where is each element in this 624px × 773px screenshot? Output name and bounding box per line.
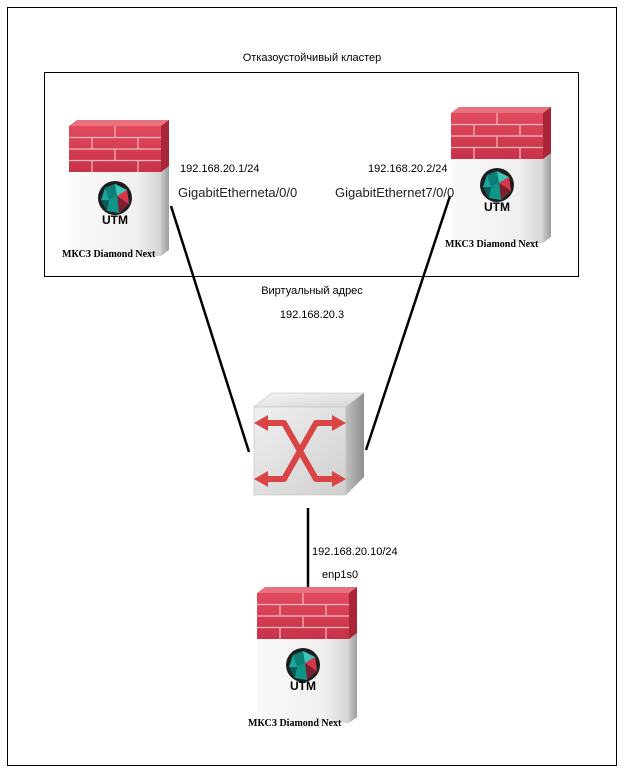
device2-name: МКСЗ Diamond Next <box>445 239 539 250</box>
device2-ip: 192.168.20.2/24 <box>368 163 448 175</box>
cluster-box <box>44 72 579 277</box>
firewall-device-3 <box>256 586 358 724</box>
device1-name: МКСЗ Diamond Next <box>62 249 156 260</box>
device2-interface: GigabitEthernet7/0/0 <box>335 185 455 200</box>
device2-badge: UTM <box>484 200 510 214</box>
firewall-device-2 <box>450 106 552 244</box>
firewall-device-1 <box>68 119 170 257</box>
link-device1-switch <box>169 205 251 453</box>
device3-interface: enp1s0 <box>322 569 359 581</box>
virtual-address-ip: 192.168.20.3 <box>279 309 345 321</box>
device1-badge: UTM <box>102 213 128 227</box>
device1-interface: GigabitEtherneta/0/0 <box>178 185 298 200</box>
virtual-address-label: Виртуальный адрес <box>261 285 363 297</box>
device3-badge: UTM <box>290 679 316 693</box>
device3-name: МКСЗ Diamond Next <box>248 718 342 729</box>
network-switch <box>254 393 364 495</box>
device1-ip: 192.168.20.1/24 <box>180 163 260 175</box>
link-device2-switch <box>364 195 452 451</box>
outer-border <box>7 7 617 766</box>
device3-ip: 192.168.20.10/24 <box>312 546 398 558</box>
cluster-title: Отказоустойчивый кластер <box>242 52 382 64</box>
